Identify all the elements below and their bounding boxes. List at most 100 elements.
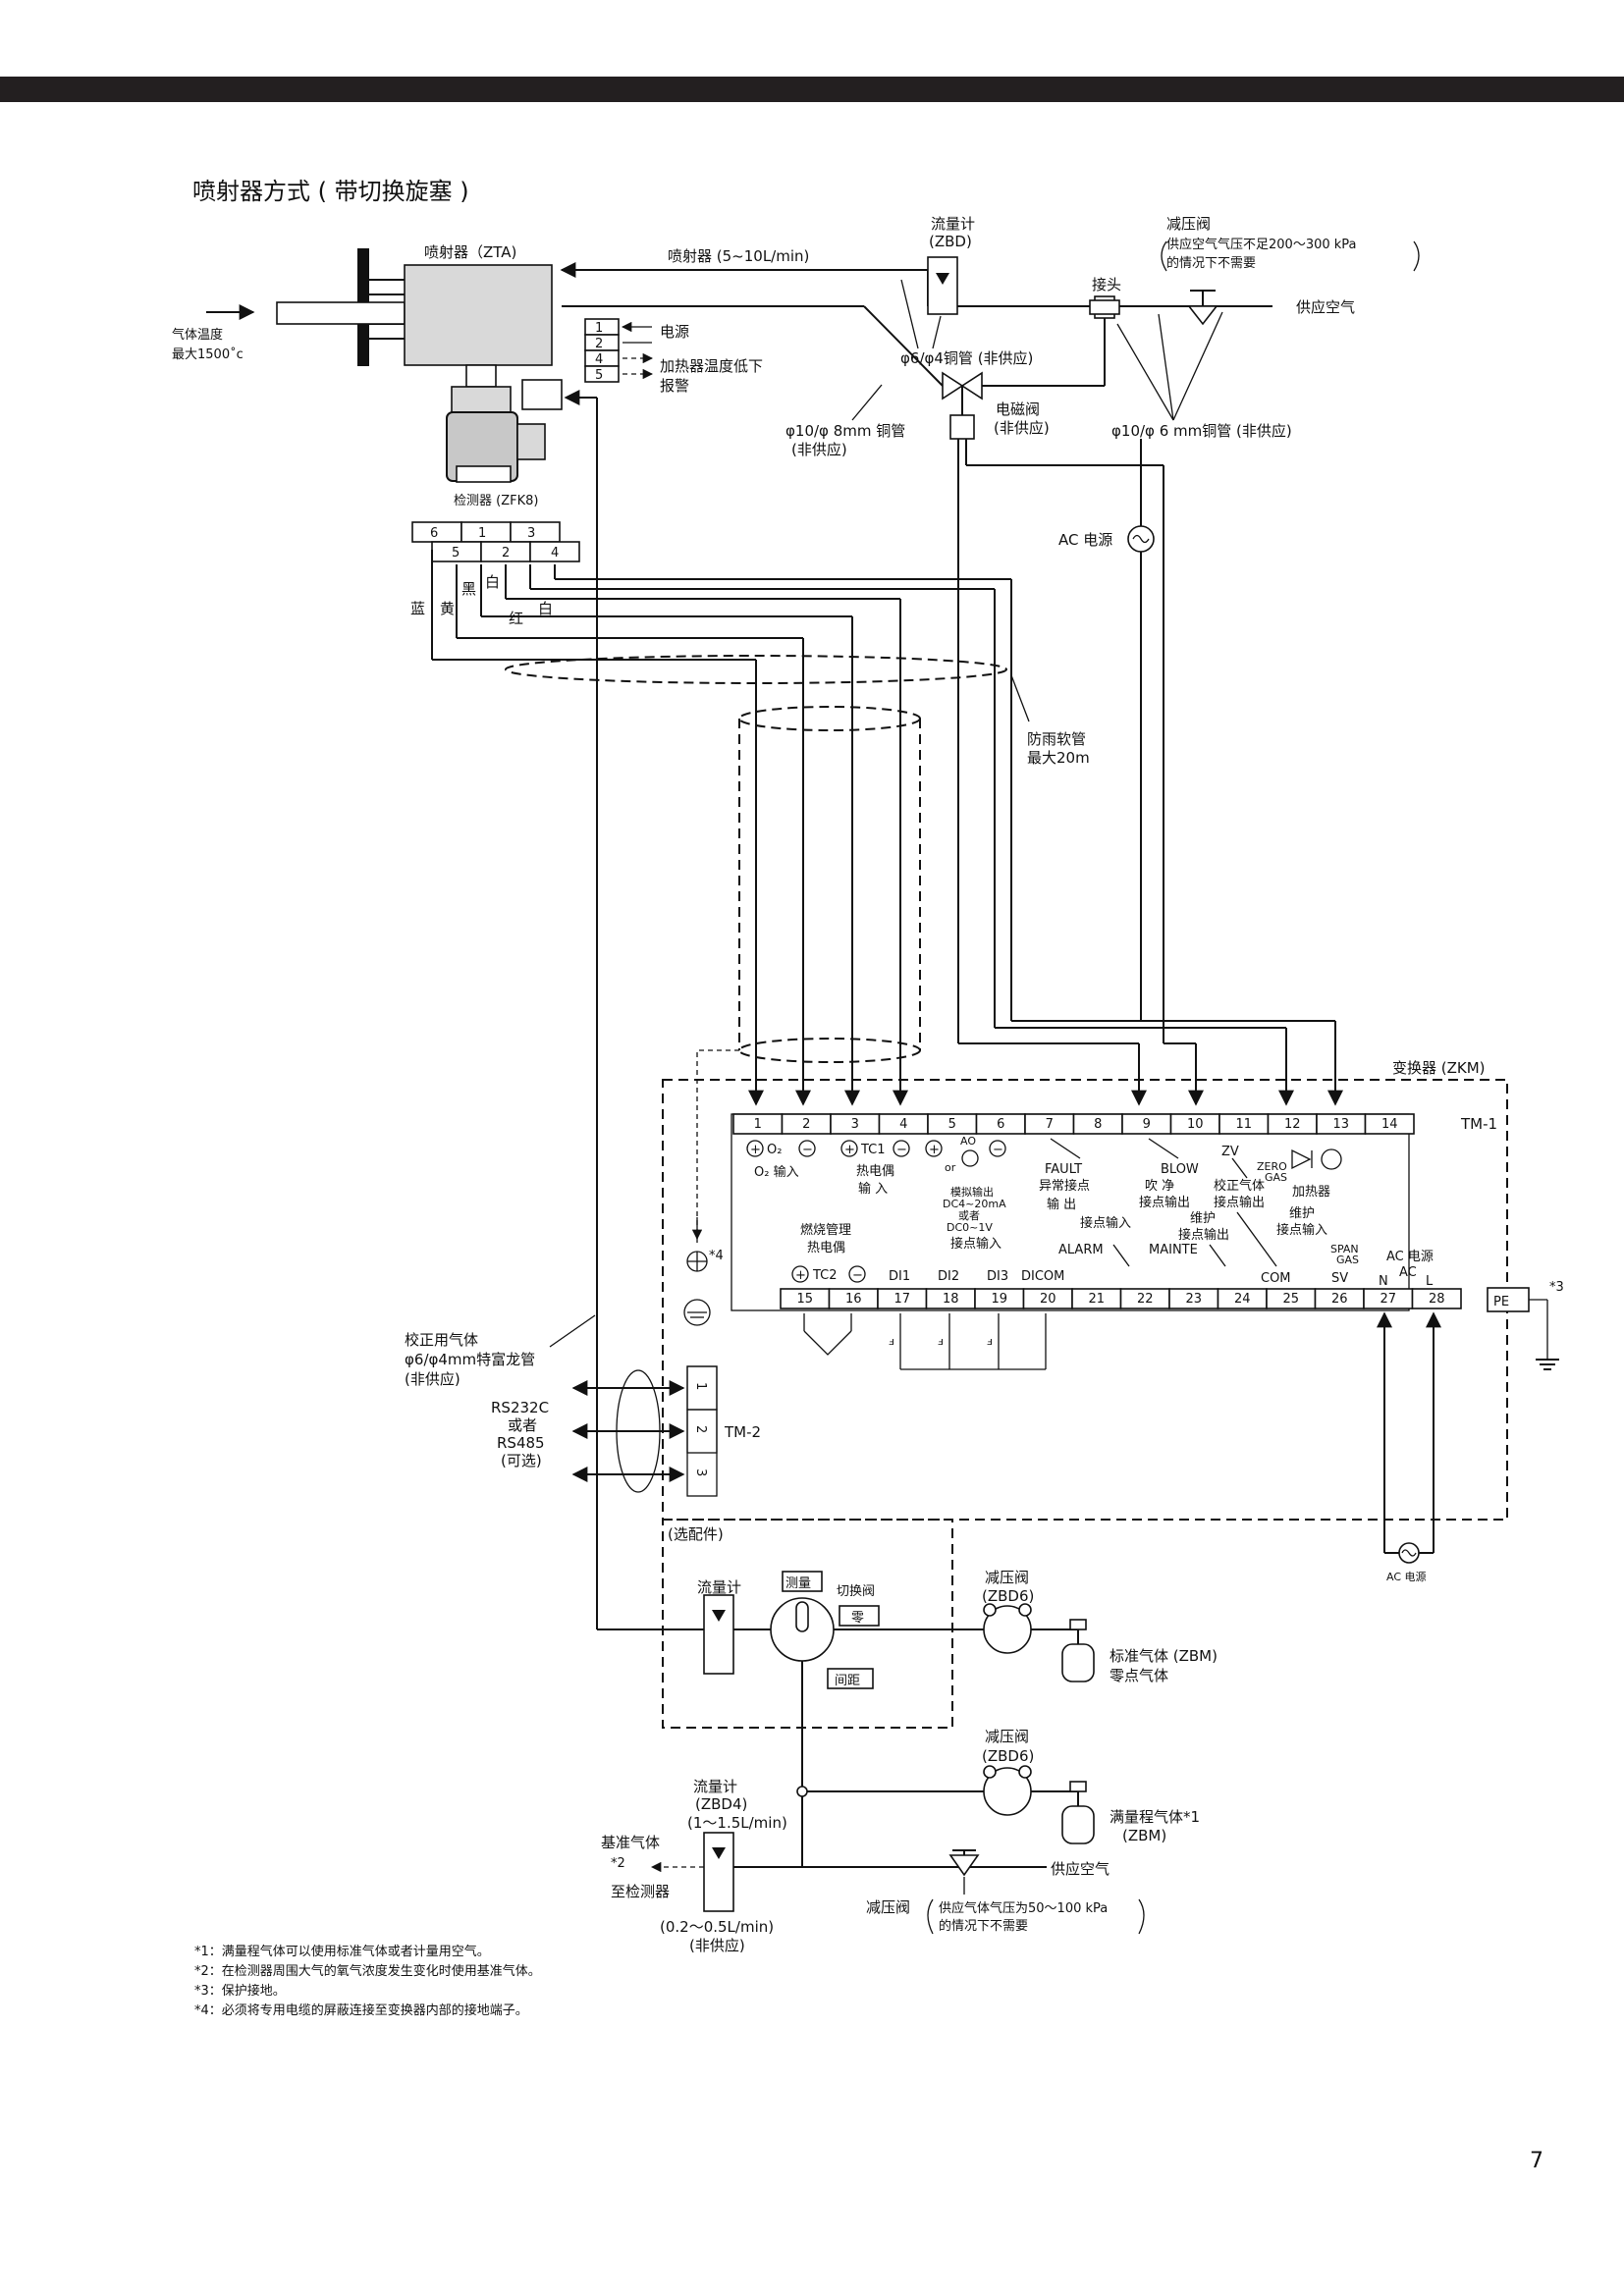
wire-white-2: 白: [538, 600, 553, 617]
analog-out-range-2: DC0~1V: [947, 1221, 993, 1234]
wire-white-1: 白: [485, 573, 500, 591]
tm1-bottom-terminal-22: 22: [1137, 1292, 1154, 1307]
cal-gas-tube: 校正用气体 φ6/φ4mm特富龙管 (非供应): [405, 390, 704, 1630]
rs232c-label: RS232C: [491, 1399, 549, 1416]
tm1-top-terminal-4: 4: [899, 1117, 907, 1132]
blow-out-label-2: 接点输出: [1139, 1195, 1190, 1210]
heater-label: 加热器: [1292, 1185, 1330, 1200]
tm1-top-terminal-10: 10: [1187, 1117, 1204, 1132]
flow2-rate: (0.2～0.5L/min): [660, 1918, 774, 1936]
std-gas-cylinder: [1061, 1643, 1095, 1682]
flowmeter-zbd: [927, 256, 958, 315]
injector-pin-5: 5: [595, 368, 603, 383]
analog-out-label: 模拟输出: [950, 1185, 994, 1199]
detector-label: 检测器 (ZFK8): [454, 494, 538, 508]
flowmeter2-model: (ZBD4): [695, 1795, 747, 1813]
fault-out-label: 异常接点: [1039, 1178, 1090, 1194]
maint-out-label-2: 接点输出: [1178, 1227, 1229, 1243]
tm1-top-terminal-1: 1: [754, 1117, 762, 1132]
converter-boundary: [662, 1079, 1508, 1521]
svg-text:ⅎ: ⅎ: [938, 1335, 944, 1348]
wire-black: 黑: [461, 580, 476, 598]
injector-label: 喷射器（ZTA): [424, 243, 516, 261]
wire-yellow: 黄: [440, 600, 455, 617]
cal-gas-out-label: 校正气体: [1214, 1178, 1265, 1194]
hose-length: 最大20m: [1027, 749, 1090, 767]
tc1-symbol: TC1: [860, 1143, 886, 1157]
tm1-bottom-terminal-16: 16: [845, 1292, 862, 1307]
tm1-bottom-terminal-box: [1411, 1288, 1462, 1309]
span-gas-cyl-label: 满量程气体*1: [1110, 1808, 1200, 1826]
solenoid-note: (非供应): [994, 419, 1050, 437]
probe-tube: [276, 301, 406, 325]
rv1-label: 减压阀: [985, 1569, 1029, 1586]
cal-gas-tube-spec: φ6/φ4mm特富龙管: [405, 1351, 535, 1368]
gas-switch-unit: 流量计 测量 切换阀 零 间距 减压阀 (ZBD6) 标准气体 (ZBM) 零点…: [601, 1519, 1218, 1954]
tm1-top-terminal-box: [1364, 1113, 1415, 1135]
tm1-bottom-terminal-28: 28: [1429, 1292, 1445, 1307]
tm2-pin-1: 1: [693, 1382, 708, 1390]
blow-out-label: 吹 净: [1145, 1179, 1174, 1194]
injector-pin-4: 4: [595, 352, 603, 367]
cal-gas-out-label-2: 接点输出: [1214, 1195, 1265, 1210]
hose-ellipse-top: [505, 655, 1007, 684]
gas-temp-label: 气体温度: [172, 327, 223, 343]
pe-terminal: [1487, 1287, 1530, 1312]
di2-label: DI2: [938, 1269, 959, 1284]
flowmeter-zbd-label: 流量计: [931, 215, 975, 233]
detector-pin-2: 2: [502, 546, 510, 561]
heater-element: [1321, 1148, 1342, 1170]
detector-head: [451, 386, 512, 413]
tm1-top-terminal-3: 3: [851, 1117, 859, 1132]
top-piping: 喷射器 (5~10L/min) 流量计 (ZBD) 接头 减压阀 供应空气气压不…: [560, 215, 1420, 1106]
ao-label: AO: [960, 1135, 976, 1148]
injector-flow-label: 喷射器 (5~10L/min): [668, 247, 809, 265]
footnote-3: *3：保护接地。: [194, 1983, 286, 1999]
svg-text:+: +: [929, 1143, 940, 1157]
tm1-bottom-terminal-24: 24: [1234, 1292, 1251, 1307]
reducing-valve-top-note: 供应空气气压不足200～300 kPa: [1166, 237, 1357, 252]
tm1-bottom-terminal-20: 20: [1040, 1292, 1056, 1307]
l-label: L: [1426, 1274, 1434, 1289]
cal-gas-tube-note: (非供应): [405, 1370, 460, 1388]
reducing-valve-bottom: [948, 1854, 980, 1877]
rs-or-label: 或者: [508, 1416, 537, 1434]
tm1-top-terminal-7: 7: [1046, 1117, 1054, 1132]
ac-power-top-label: AC 电源: [1058, 531, 1112, 549]
o2-input-label: O₂ 输入: [754, 1164, 799, 1180]
detector-pin-1: 1: [478, 526, 486, 541]
contact-input-label: 接点输入: [950, 1236, 1001, 1252]
measure-label: 测量: [785, 1576, 811, 1591]
o2-symbol: O₂: [767, 1143, 782, 1157]
injector-group: 喷射器（ZTA) 气体温度 最大1500˚c 检测器 (ZFK8): [172, 243, 563, 508]
tm1-top-terminal-12: 12: [1284, 1117, 1301, 1132]
injector-terminal-strip: 1 2 4 5 电源 加热器温度低下 报警: [584, 318, 763, 395]
tm1-bottom-terminal-17: 17: [893, 1292, 910, 1307]
ac-power-bottom-label: AC 电源: [1386, 1570, 1427, 1583]
wire-red: 红: [509, 610, 523, 627]
tm1-bottom-terminal-26: 26: [1331, 1292, 1348, 1307]
svg-text:+: +: [844, 1143, 855, 1157]
flowmeter-label: 流量计: [697, 1578, 741, 1596]
span-gas-label: SPAN: [1330, 1243, 1359, 1255]
span-label: 间距: [835, 1674, 860, 1688]
svg-text:+: +: [795, 1268, 806, 1283]
pipe-p6-4-label: φ6/φ4铜管 (非供应): [900, 349, 1033, 367]
reducing-valve-top-note-2: 的情况下不需要: [1166, 255, 1256, 271]
tm1-bottom-terminal-18: 18: [943, 1292, 959, 1307]
com-label: COM: [1261, 1271, 1291, 1286]
tm1-bottom-terminal-19: 19: [991, 1292, 1007, 1307]
tm2-pin-3: 3: [693, 1468, 708, 1476]
injector-pin-1: 1: [595, 321, 603, 336]
detector-pin-3: 3: [527, 526, 535, 541]
note3-marker: *3: [1549, 1280, 1564, 1295]
blow-label: BLOW: [1161, 1162, 1199, 1177]
svg-text:ⅎ: ⅎ: [987, 1335, 993, 1348]
tm1-top-terminal-2: 2: [802, 1117, 810, 1132]
rv3-note-2: 的情况下不需要: [939, 1918, 1028, 1934]
pipe-p10-6-label: φ10/φ 6 mm铜管 (非供应): [1111, 422, 1292, 440]
header-bar: [0, 77, 1624, 102]
note4-marker: *4: [709, 1249, 724, 1263]
zero-gas-cyl-label: 零点气体: [1110, 1667, 1168, 1684]
